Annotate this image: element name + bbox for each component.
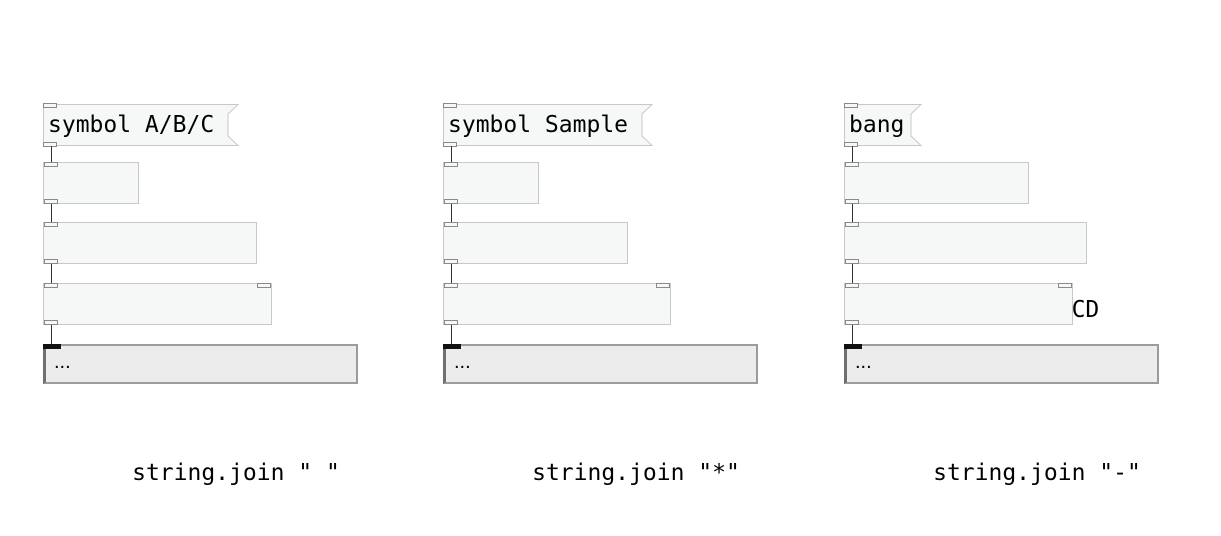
inlet[interactable] <box>444 162 458 167</box>
list-display-text: ... <box>54 351 71 373</box>
inlet[interactable] <box>44 283 58 288</box>
inlet[interactable] <box>43 344 61 349</box>
outlet[interactable] <box>845 199 859 204</box>
connection-wire <box>852 204 853 222</box>
object-text: string.join "*" <box>532 460 740 486</box>
connection-wire <box>852 146 853 162</box>
list-display-box[interactable]: ... <box>443 344 758 384</box>
inlet[interactable] <box>44 222 58 227</box>
connection-wire <box>51 264 52 283</box>
inlet[interactable] <box>844 103 858 108</box>
object-box-string[interactable]: string AB CD <box>844 162 1099 323</box>
patch-group-3: bang string AB CD string.split " " strin… <box>801 0 1201 486</box>
patch-group-1: symbol A/B/C string string.split / strin… <box>0 0 400 486</box>
message-box-1[interactable]: symbol A/B/C <box>43 103 240 147</box>
connection-wire <box>51 146 52 162</box>
outlet[interactable] <box>444 320 458 325</box>
outlet[interactable] <box>444 259 458 264</box>
inlet[interactable] <box>44 162 58 167</box>
connection-wire <box>852 264 853 283</box>
message-text: bang <box>849 112 905 138</box>
message-text: symbol A/B/C <box>48 112 215 138</box>
connection-wire <box>451 204 452 222</box>
inlet[interactable] <box>444 283 458 288</box>
message-box-2[interactable]: symbol Sample <box>443 103 654 147</box>
patch-group-2: symbol Sample string string.split string… <box>400 0 800 486</box>
outlet[interactable] <box>44 320 58 325</box>
list-display-box[interactable]: ... <box>844 344 1159 384</box>
inlet[interactable] <box>844 344 862 349</box>
outlet[interactable] <box>443 142 457 147</box>
outlet[interactable] <box>44 259 58 264</box>
connection-wire <box>451 146 452 162</box>
inlet[interactable] <box>845 283 859 288</box>
patch-canvas: symbol A/B/C string string.split / strin… <box>0 0 1201 486</box>
inlet[interactable] <box>443 103 457 108</box>
object-box-string-split[interactable]: string.split / <box>43 222 326 383</box>
right-inlet[interactable] <box>656 283 670 288</box>
inlet[interactable] <box>845 162 859 167</box>
inlet[interactable] <box>443 344 461 349</box>
object-box-string-split[interactable]: string.split <box>443 222 698 383</box>
object-box-string-join[interactable]: string.join "*" <box>443 283 740 486</box>
outlet[interactable] <box>43 142 57 147</box>
outlet[interactable] <box>845 320 859 325</box>
inlet[interactable] <box>845 222 859 227</box>
object-box-string[interactable]: string <box>443 162 615 323</box>
connection-wire <box>51 204 52 222</box>
connection-wire <box>451 264 452 283</box>
inlet[interactable] <box>43 103 57 108</box>
list-display-text: ... <box>454 351 471 373</box>
list-display-text: ... <box>855 351 872 373</box>
object-box-string-join[interactable]: string.join "-" <box>844 283 1141 486</box>
message-text: symbol Sample <box>448 112 629 138</box>
outlet[interactable] <box>44 199 58 204</box>
object-text: string.join "-" <box>933 460 1141 486</box>
list-display-box[interactable]: ... <box>43 344 358 384</box>
outlet[interactable] <box>844 142 858 147</box>
outlet[interactable] <box>845 259 859 264</box>
connection-wire <box>51 325 52 344</box>
connection-wire <box>451 325 452 344</box>
right-inlet[interactable] <box>1058 283 1072 288</box>
object-box-string[interactable]: string <box>43 162 215 323</box>
inlet[interactable] <box>444 222 458 227</box>
object-text: string.join " " <box>132 460 340 486</box>
message-box-3[interactable]: bang <box>844 103 923 147</box>
object-box-string-split[interactable]: string.split " " <box>844 222 1155 383</box>
outlet[interactable] <box>444 199 458 204</box>
object-box-string-join[interactable]: string.join " " <box>43 283 340 486</box>
connection-wire <box>852 325 853 344</box>
right-inlet[interactable] <box>257 283 271 288</box>
